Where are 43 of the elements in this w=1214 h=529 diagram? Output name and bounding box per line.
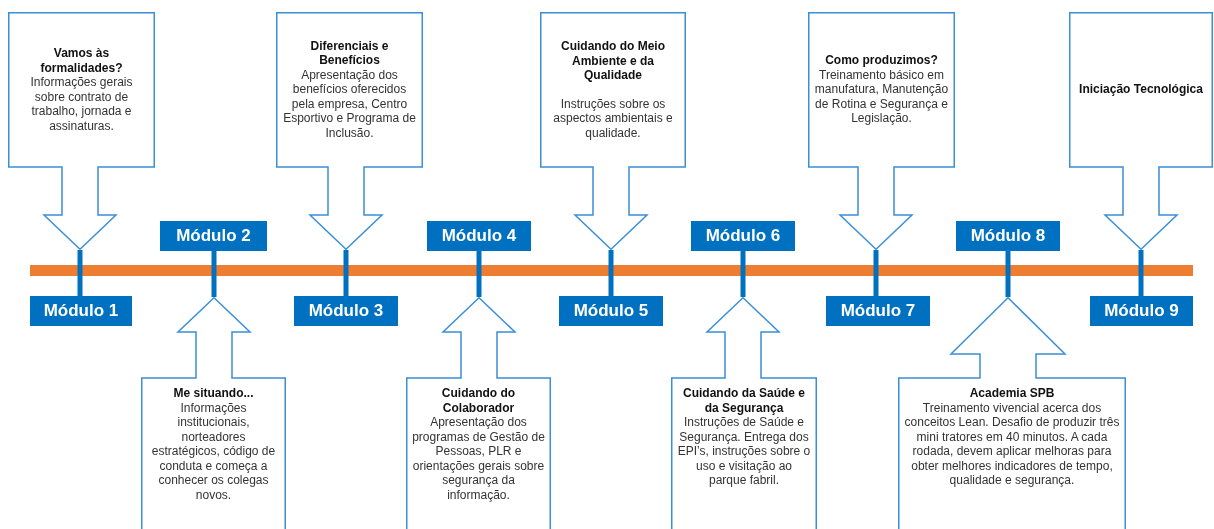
callout-arrow-box — [1069, 12, 1213, 250]
callout-arrow-box — [141, 297, 286, 529]
callout-heading: Cuidando da Saúde e da Segurança — [682, 386, 806, 415]
callout-text: Instruções de Saúde e Segurança. Entrega dos EPI’s, instruções sobre o uso e visitação ao parque fabril. — [677, 415, 811, 488]
module-label: Módulo 8 — [956, 221, 1060, 251]
callout-text: Apresentação dos benefícios oferecidos pela empresa, Centro Esportivo e Programa de Inclusão. — [282, 67, 417, 141]
callout-arrow-box — [808, 12, 955, 250]
callout-heading: Diferenciais e Benefícios — [309, 38, 390, 68]
callout-heading: Como produzimos? — [825, 53, 938, 68]
callout-heading: Cuidando do Colaborador — [440, 386, 517, 415]
callout-arrow-box — [406, 297, 551, 529]
callout-text: Apresentação dos programas de Gestão de Pessoas, PLR e orientações gerais sobre segurança da informação. — [412, 415, 545, 502]
callout-heading: Iniciação Tecnológica — [1079, 82, 1203, 97]
module-label: Módulo 1 — [30, 296, 132, 326]
module-label: Módulo 9 — [1090, 296, 1193, 326]
connector-line — [1005, 251, 1011, 297]
connector-line — [1138, 250, 1144, 296]
callout-arrow-box — [276, 12, 423, 250]
callout-arrow-box — [671, 297, 817, 529]
module-label: Módulo 2 — [160, 221, 267, 251]
callout-text: Treinamento básico em manufatura, Manutenção de Rotina e Segurança e Legislação. — [814, 67, 949, 126]
module-label: Módulo 7 — [826, 296, 930, 326]
callout-arrow-box — [8, 12, 155, 250]
callout-text: Informações gerais sobre contrato de trabalho, jornada e assinaturas. — [29, 75, 134, 133]
connector-line — [476, 251, 482, 297]
connector-line — [343, 250, 349, 296]
callout-heading: Vamos às formalidades? — [39, 46, 124, 75]
callout-heading: Cuidando do Meio Ambiente e da Qualidade — [560, 39, 666, 83]
callout-arrow-box — [540, 12, 686, 250]
module-label: Módulo 3 — [294, 296, 398, 326]
module-label: Módulo 4 — [427, 221, 531, 251]
callout-heading: Academia SPB — [969, 386, 1055, 401]
connector-line — [740, 251, 746, 297]
connector-line — [608, 250, 614, 296]
callout-text: Informações institucionais, norteadores estratégicos, código de conduta e começa a conhecer os colegas novos. — [150, 400, 277, 502]
module-label: Módulo 5 — [559, 296, 663, 326]
callout-heading: Me situando... — [173, 386, 254, 401]
callout-text: Treinamento vivencial acerca dos conceitos Lean. Desafio de produzir três mini tratores em 40 minutos. A cada rodada, devem aplicar melhoras para obter melhores indicadores de tempo, qualidade e segurança. — [904, 400, 1120, 488]
module-label: Módulo 6 — [691, 221, 795, 251]
connector-line — [211, 251, 217, 297]
callout-text: Instruções sobre os aspectos ambientais e qualidade. — [552, 96, 674, 140]
connector-line — [873, 250, 879, 296]
connector-line — [77, 250, 83, 296]
